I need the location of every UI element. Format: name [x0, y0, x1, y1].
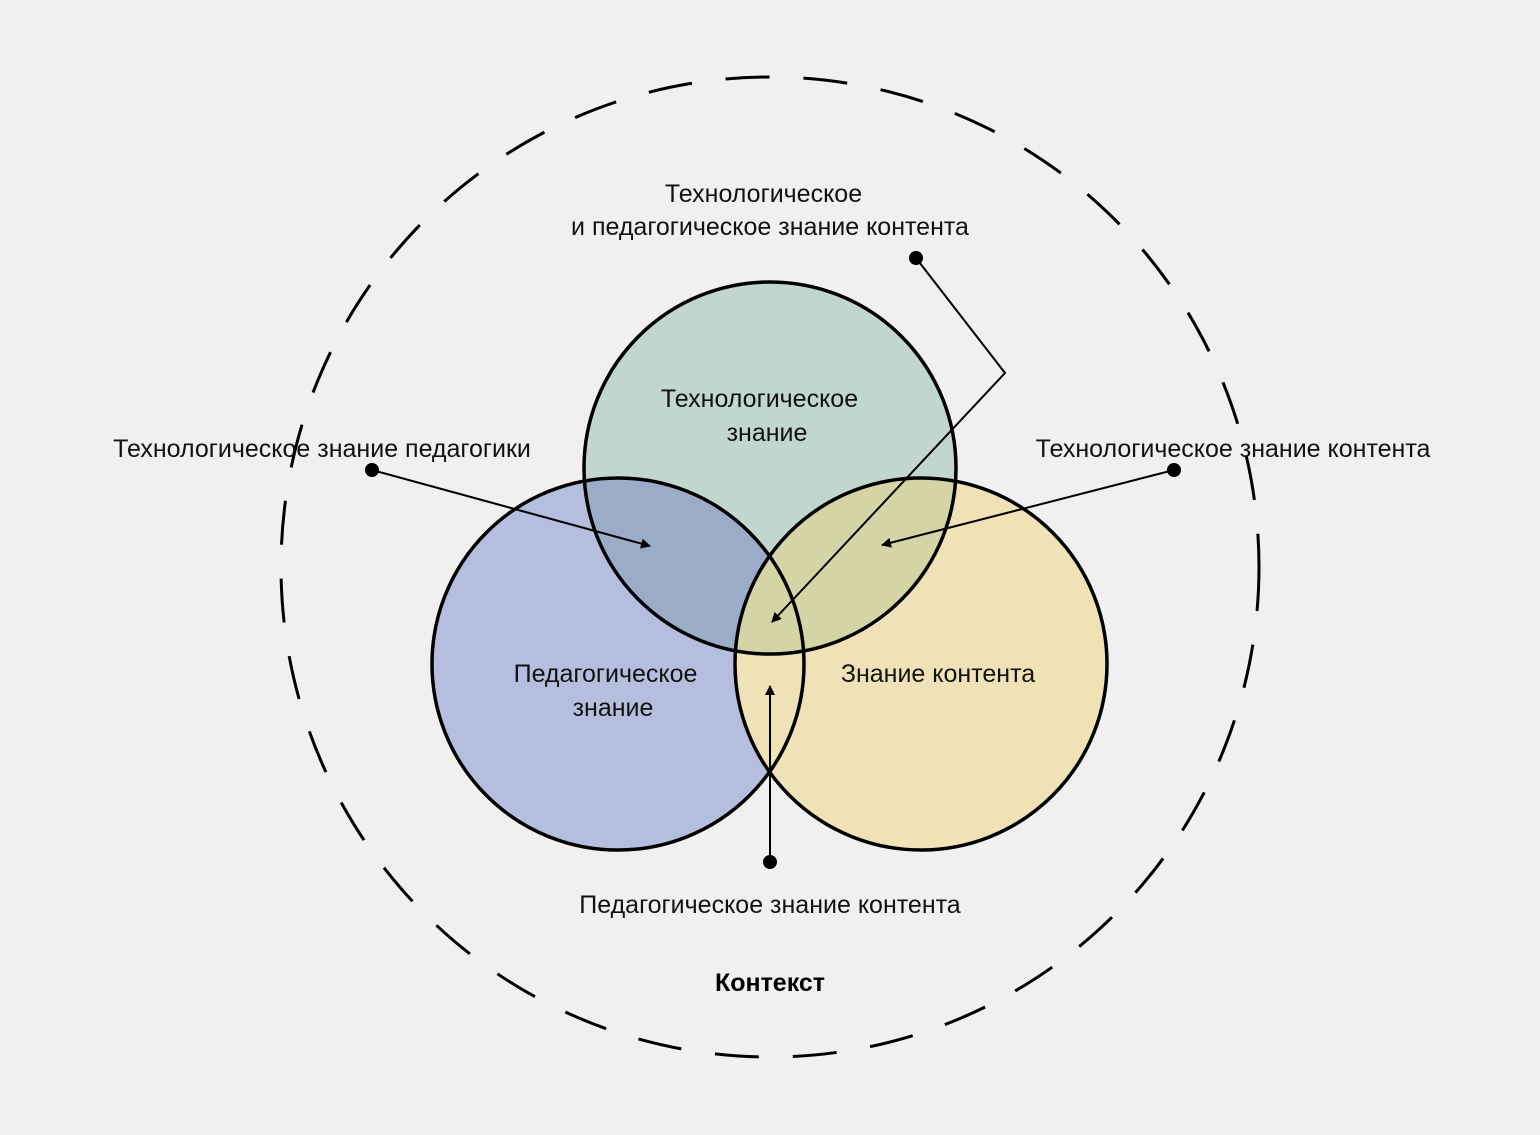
technological-outline	[582, 280, 958, 656]
pck-label: Педагогическое знание контента	[579, 891, 961, 919]
tpck-label: Технологическое и педагогическое знание …	[571, 180, 969, 241]
content-knowledge-label: Знание контента	[841, 660, 1035, 688]
tck-pointer-line	[881, 469, 1175, 548]
tpk-pointer-line	[371, 469, 651, 549]
content-outline	[733, 476, 1109, 852]
context-label: Контекст	[715, 969, 825, 997]
tpk-label: Технологическое знание педагогики	[113, 435, 531, 463]
tech-ped-overlap	[584, 478, 804, 654]
pedagogical-knowledge-label: Педагогическое знание	[514, 660, 705, 722]
tck-label: Технологическое знание контента	[1036, 435, 1431, 463]
context-boundary	[279, 75, 1261, 1059]
tpck-pointer-line	[771, 257, 1007, 623]
tech-content-overlap	[735, 478, 956, 654]
technological-knowledge-label: Технологическое знание	[661, 385, 865, 447]
pedagogical-outline	[430, 476, 806, 852]
